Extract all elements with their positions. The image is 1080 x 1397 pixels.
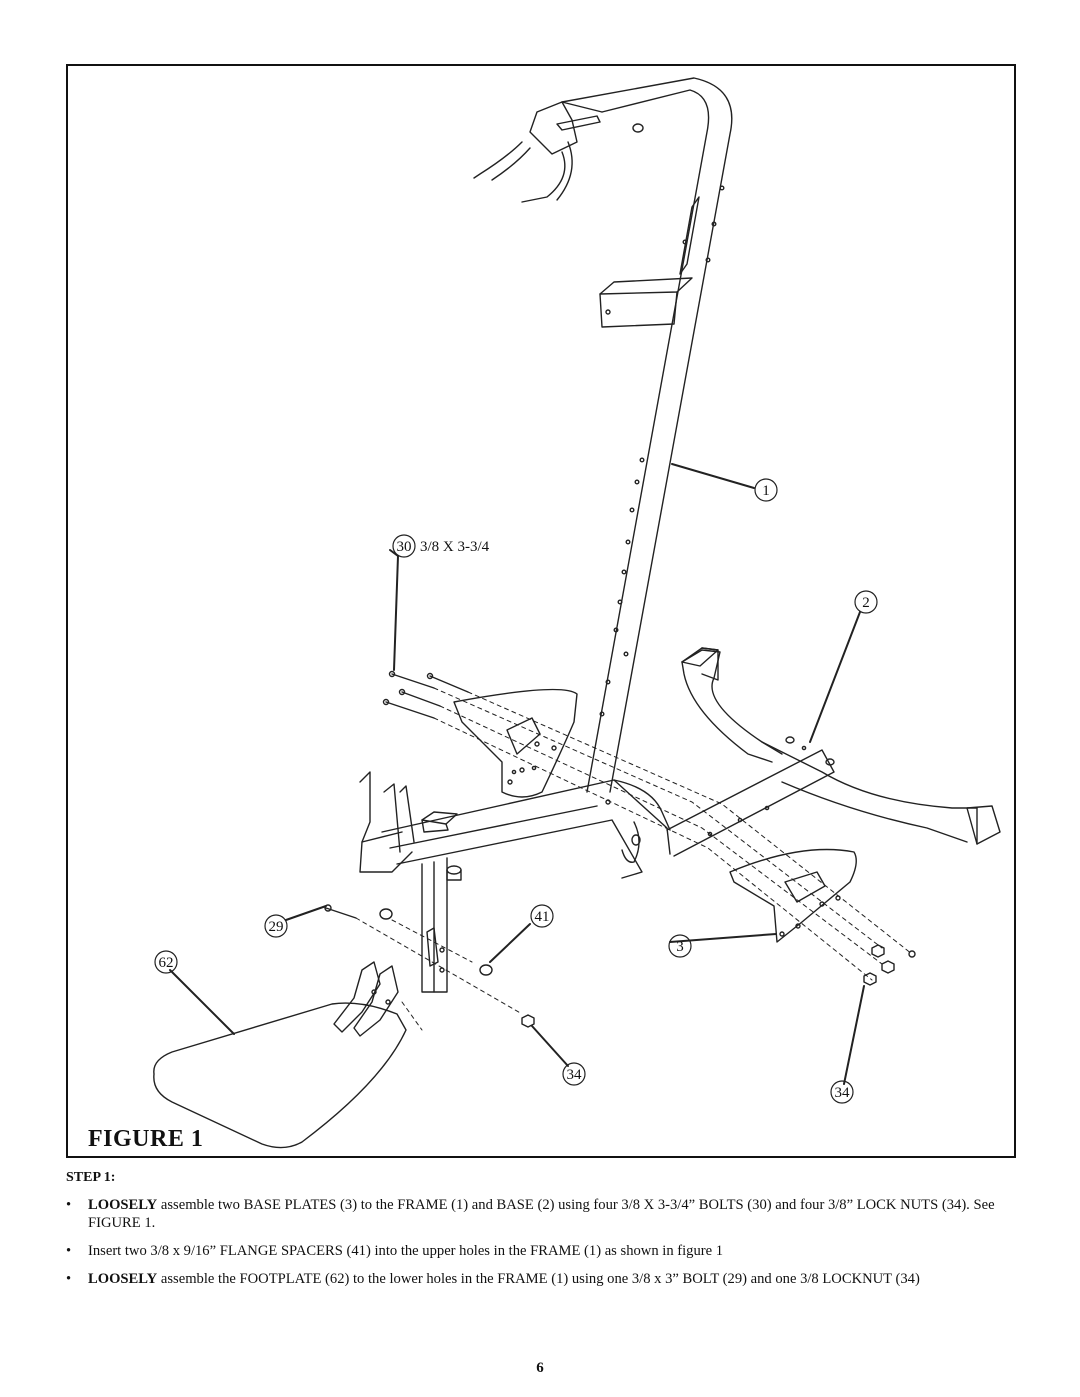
instruction-item: • LOOSELY assemble two BASE PLATES (3) to… <box>66 1196 1006 1232</box>
instruction-item: • LOOSELY assemble the FOOTPLATE (62) to … <box>66 1270 1006 1288</box>
instruction-text: assemble two BASE PLATES (3) to the FRAM… <box>88 1197 995 1231</box>
instruction-emphasis: LOOSELY <box>88 1197 158 1213</box>
page-number: 6 <box>536 1360 544 1376</box>
bullet: • <box>66 1271 72 1287</box>
base-plate-upper <box>453 688 578 798</box>
callout-30: 30 <box>397 539 412 555</box>
locknuts-right <box>863 944 916 986</box>
callout-30-spec: 3/8 X 3-3/4 <box>420 539 490 555</box>
bullet: • <box>66 1243 72 1259</box>
footplate-part <box>153 961 407 1149</box>
bolts-30 <box>382 670 469 719</box>
instruction-item: • Insert two 3/8 x 9/16” FLANGE SPACERS (… <box>66 1242 1006 1260</box>
step-heading: STEP 1: <box>66 1170 116 1185</box>
base-part <box>681 647 1001 845</box>
base-plate-lower <box>729 848 857 943</box>
leader-lines <box>169 463 865 1085</box>
callout-1: 1 <box>762 483 770 499</box>
instruction-text: assemble the FOOTPLATE (62) to the lower… <box>157 1271 920 1287</box>
frame-beam <box>359 749 835 993</box>
instruction-list: • LOOSELY assemble two BASE PLATES (3) to… <box>66 1196 1006 1298</box>
callout-29: 29 <box>269 919 284 935</box>
figure-frame: 1 2 3 30 3/8 X 3-3/4 29 62 41 34 34 FIGU… <box>66 64 1016 1158</box>
instruction-emphasis: LOOSELY <box>88 1271 158 1287</box>
callout-34-center: 34 <box>567 1067 583 1083</box>
frame-part <box>473 77 733 793</box>
callout-34-right: 34 <box>835 1085 851 1101</box>
figure-label: FIGURE 1 <box>88 1126 204 1152</box>
callout-2: 2 <box>862 595 870 611</box>
bullet: • <box>66 1197 72 1213</box>
callout-41: 41 <box>535 909 550 925</box>
bolt-29-part <box>324 904 535 1028</box>
callout-3: 3 <box>676 939 684 955</box>
callout-62: 62 <box>159 955 174 971</box>
instruction-text: Insert two 3/8 x 9/16” FLANGE SPACERS (4… <box>88 1243 724 1259</box>
callout-circles <box>154 478 878 1104</box>
assembly-drawing: 1 2 3 30 3/8 X 3-3/4 29 62 41 34 34 <box>153 77 1001 1149</box>
